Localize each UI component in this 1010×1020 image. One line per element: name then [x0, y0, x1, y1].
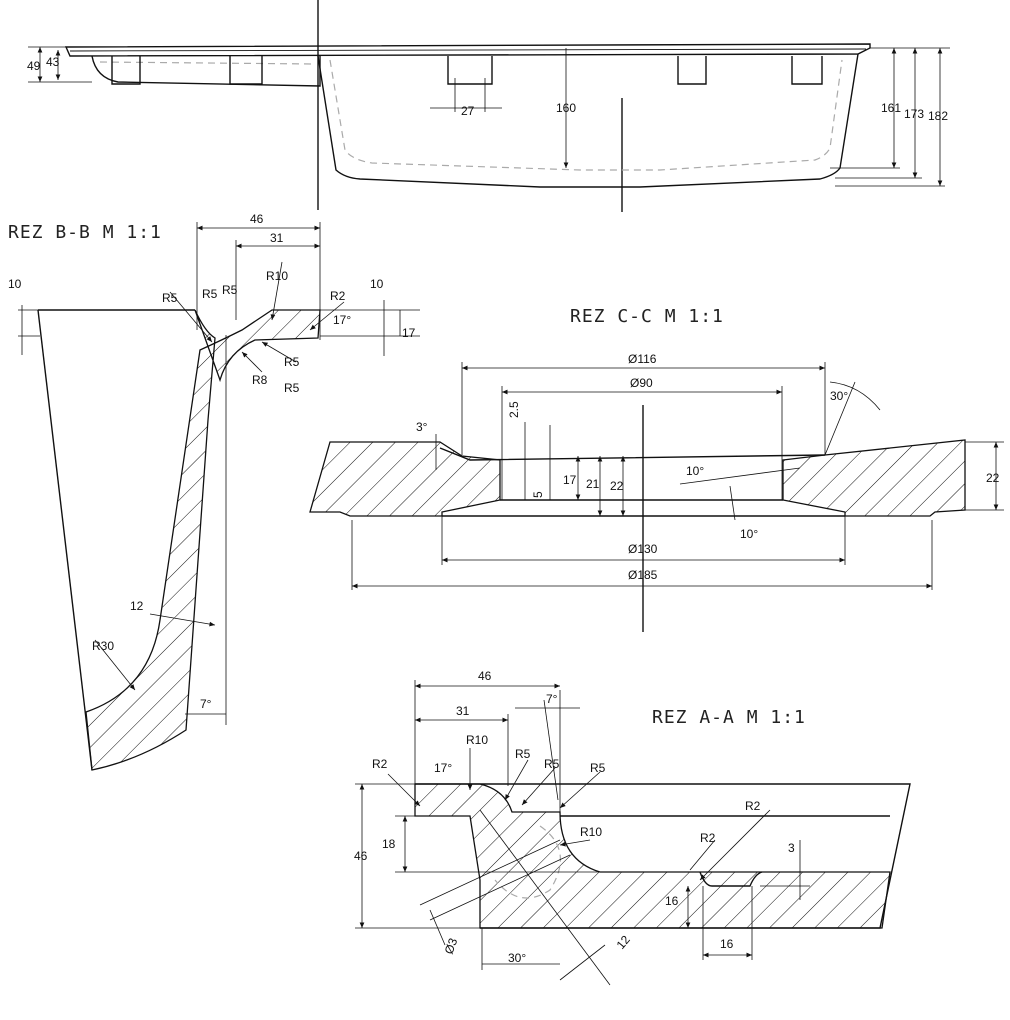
section-cc: REZ C-C M 1:1 — [309, 306, 1004, 632]
cc-dim-21: 21 — [586, 477, 600, 491]
aa-dim-r2-left: R2 — [372, 757, 388, 771]
aa-dim-18: 18 — [382, 837, 396, 851]
cc-dim-22-right: 22 — [986, 471, 1000, 485]
aa-dim-7deg: 7° — [546, 692, 558, 706]
aa-dim-16-b: 16 — [720, 937, 734, 951]
bb-dim-10-right: 10 — [370, 277, 384, 291]
dim-182: 182 — [928, 109, 948, 123]
section-aa: REZ A-A M 1:1 — [354, 669, 911, 986]
aa-dim-r2-a: R2 — [700, 831, 716, 845]
dim-43: 43 — [46, 55, 60, 69]
cc-dim-17: 17 — [563, 473, 577, 487]
bb-dim-r5d: R5 — [284, 355, 300, 369]
aa-dim-30deg: 30° — [508, 951, 526, 965]
bb-dim-r30: R30 — [92, 639, 114, 653]
cc-dim-10deg-top: 10° — [686, 464, 704, 478]
section-aa-title: REZ A-A M 1:1 — [652, 707, 806, 728]
bb-dim-r5b: R5 — [202, 287, 218, 301]
bb-dim-7deg: 7° — [200, 697, 212, 711]
bb-dim-10-left: 10 — [8, 277, 22, 291]
section-bb-title: REZ B-B M 1:1 — [8, 222, 162, 243]
aa-dim-31: 31 — [456, 704, 470, 718]
aa-dim-r2-b: R2 — [745, 799, 761, 813]
aa-dim-46-top: 46 — [478, 669, 492, 683]
dim-27: 27 — [461, 104, 475, 118]
bb-dim-r8: R8 — [252, 373, 268, 387]
aa-dim-r10: R10 — [466, 733, 488, 747]
cc-dim-d185: Ø185 — [628, 568, 658, 582]
cc-dim-d116: Ø116 — [628, 352, 657, 366]
cc-dim-3deg: 3° — [416, 420, 428, 434]
bb-dim-r10: R10 — [266, 269, 288, 283]
cc-dim-22: 22 — [610, 479, 624, 493]
aa-dim-r10-b: R10 — [580, 825, 602, 839]
cc-dim-d90: Ø90 — [630, 376, 653, 390]
aa-dim-3: 3 — [788, 841, 795, 855]
cc-dim-2-5: 2.5 — [507, 401, 521, 418]
cc-dim-10deg-bottom: 10° — [740, 527, 758, 541]
bb-dim-r5e: R5 — [284, 381, 300, 395]
dim-161: 161 — [881, 101, 901, 115]
aa-dim-16-a: 16 — [665, 894, 679, 908]
bb-dim-r5a: R5 — [162, 291, 178, 305]
bb-dim-r2: R2 — [330, 289, 346, 303]
aa-dim-d3: Ø3 — [442, 936, 461, 956]
aa-dim-r5a: R5 — [515, 747, 531, 761]
aa-dim-46-left: 46 — [354, 849, 368, 863]
section-bb: REZ B-B M 1:1 46 31 — [8, 212, 420, 771]
section-cc-title: REZ C-C M 1:1 — [570, 306, 724, 327]
dim-49: 49 — [27, 59, 41, 73]
aa-dim-12: 12 — [614, 932, 634, 951]
bb-dim-r5c: R5 — [222, 283, 238, 297]
dim-160: 160 — [556, 101, 576, 115]
dim-173: 173 — [904, 107, 924, 121]
bb-dim-31: 31 — [270, 231, 284, 245]
aa-dim-17deg: 17° — [434, 761, 452, 775]
cc-dim-30deg: 30° — [830, 389, 848, 403]
bb-dim-12: 12 — [130, 599, 144, 613]
top-view: 49 43 27 160 161 173 182 — [27, 0, 950, 212]
cc-dim-d130: Ø130 — [628, 542, 658, 556]
cc-dim-5: 5 — [531, 491, 545, 498]
aa-dim-r5c: R5 — [590, 761, 606, 775]
bb-dim-17deg: 17° — [333, 313, 351, 327]
aa-dim-r5b: R5 — [544, 757, 560, 771]
bb-dim-46: 46 — [250, 212, 264, 226]
bb-dim-17: 17 — [402, 326, 416, 340]
